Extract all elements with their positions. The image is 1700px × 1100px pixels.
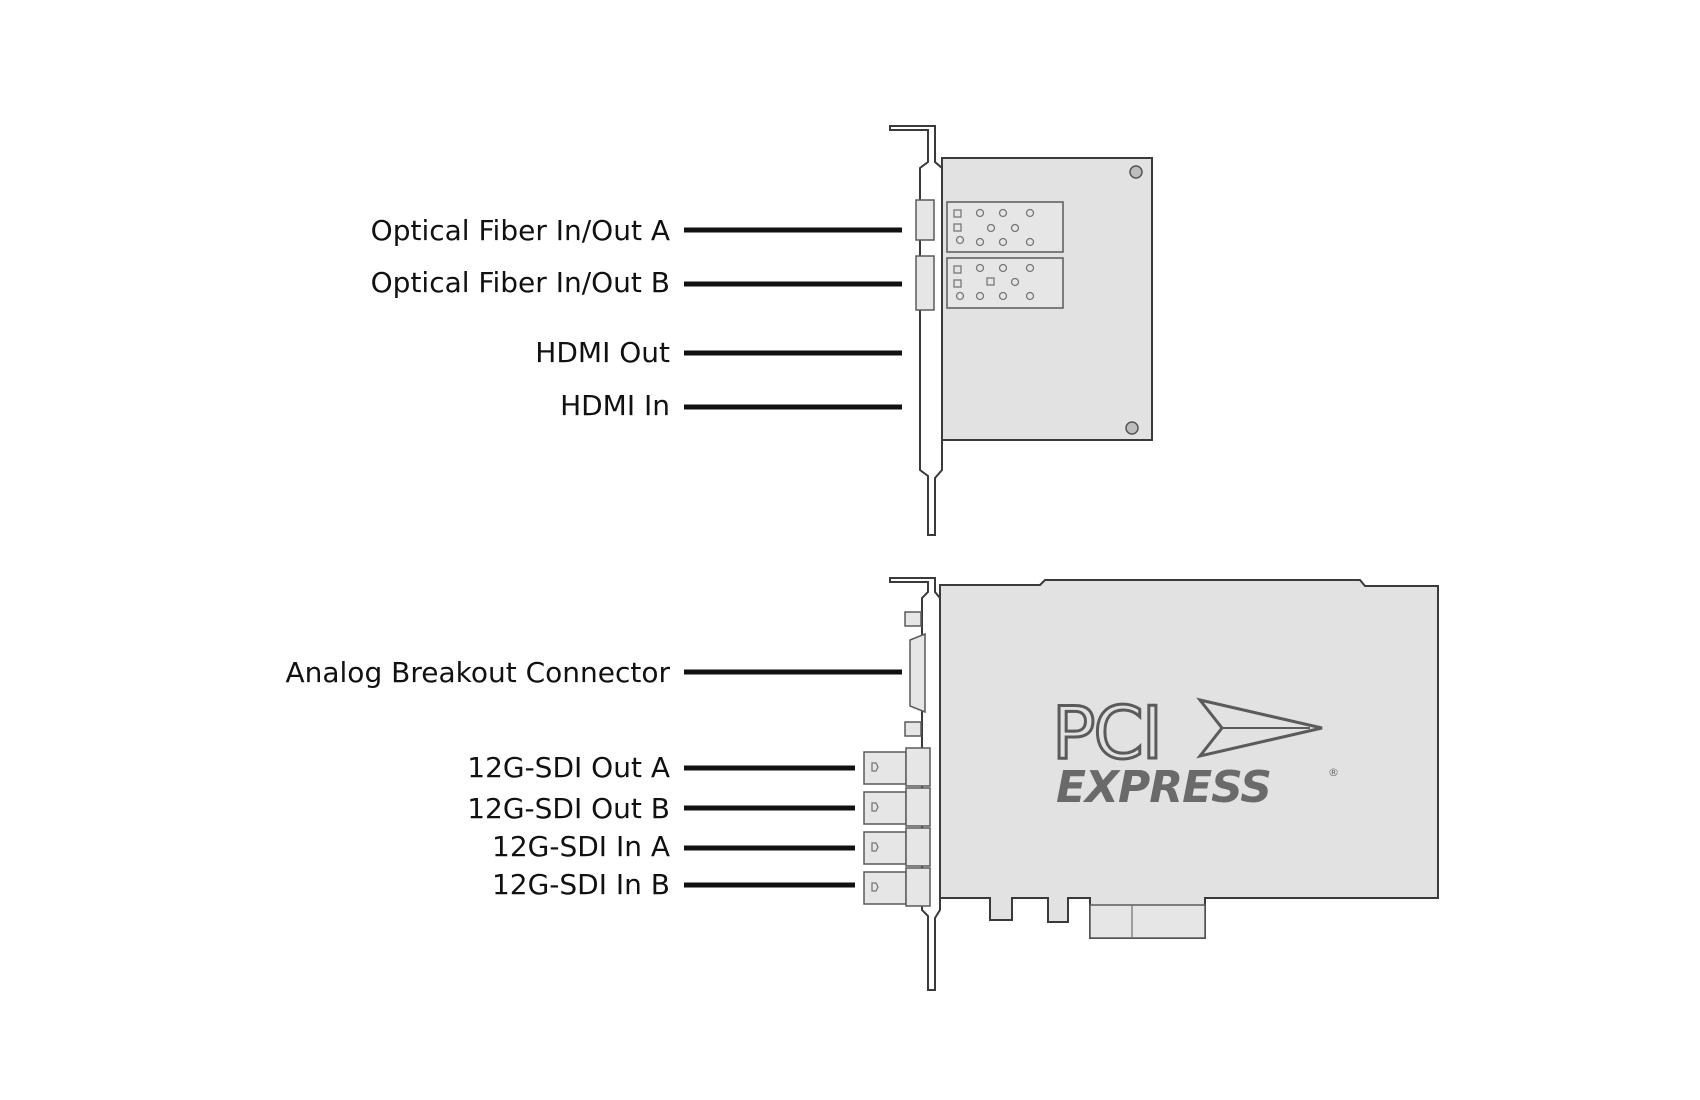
label-optical-fiber-a: Optical Fiber In/Out A — [371, 214, 670, 247]
optical-fiber-port-a — [915, 199, 1064, 253]
edge-connector — [1089, 904, 1206, 939]
sdi-in-b-connector — [863, 867, 931, 907]
bottom-card-board — [939, 579, 1439, 939]
label-sdi-out-a: 12G-SDI Out A — [467, 751, 670, 784]
logo-pci-text: PCI — [1052, 691, 1161, 775]
label-optical-fiber-b: Optical Fiber In/Out B — [371, 266, 670, 299]
sdi-out-b-connector — [863, 787, 931, 827]
optical-fiber-port-b — [915, 255, 1064, 311]
label-sdi-in-a: 12G-SDI In A — [492, 830, 670, 863]
logo-registered-mark: ® — [1328, 766, 1339, 779]
logo-express-text: EXPRESS — [1056, 762, 1271, 813]
sdi-in-a-connector — [863, 827, 931, 867]
top-card: Optical Fiber In/Out A Optical Fiber In/… — [371, 125, 1153, 536]
label-hdmi-out: HDMI Out — [535, 336, 670, 369]
top-card-bracket — [889, 125, 943, 536]
analog-breakout-connector — [904, 611, 926, 737]
label-sdi-out-b: 12G-SDI Out B — [467, 792, 670, 825]
label-analog-breakout: Analog Breakout Connector — [285, 656, 670, 689]
top-card-screw-top — [1129, 165, 1143, 179]
sdi-out-a-connector — [863, 747, 931, 787]
bottom-card: PCI EXPRESS ® Analog Breakout Connector … — [285, 577, 1439, 991]
label-hdmi-in: HDMI In — [560, 389, 670, 422]
label-sdi-in-b: 12G-SDI In B — [492, 868, 670, 901]
top-card-screw-bottom — [1125, 421, 1139, 435]
pci-express-logo: PCI EXPRESS ® — [1051, 690, 1340, 814]
